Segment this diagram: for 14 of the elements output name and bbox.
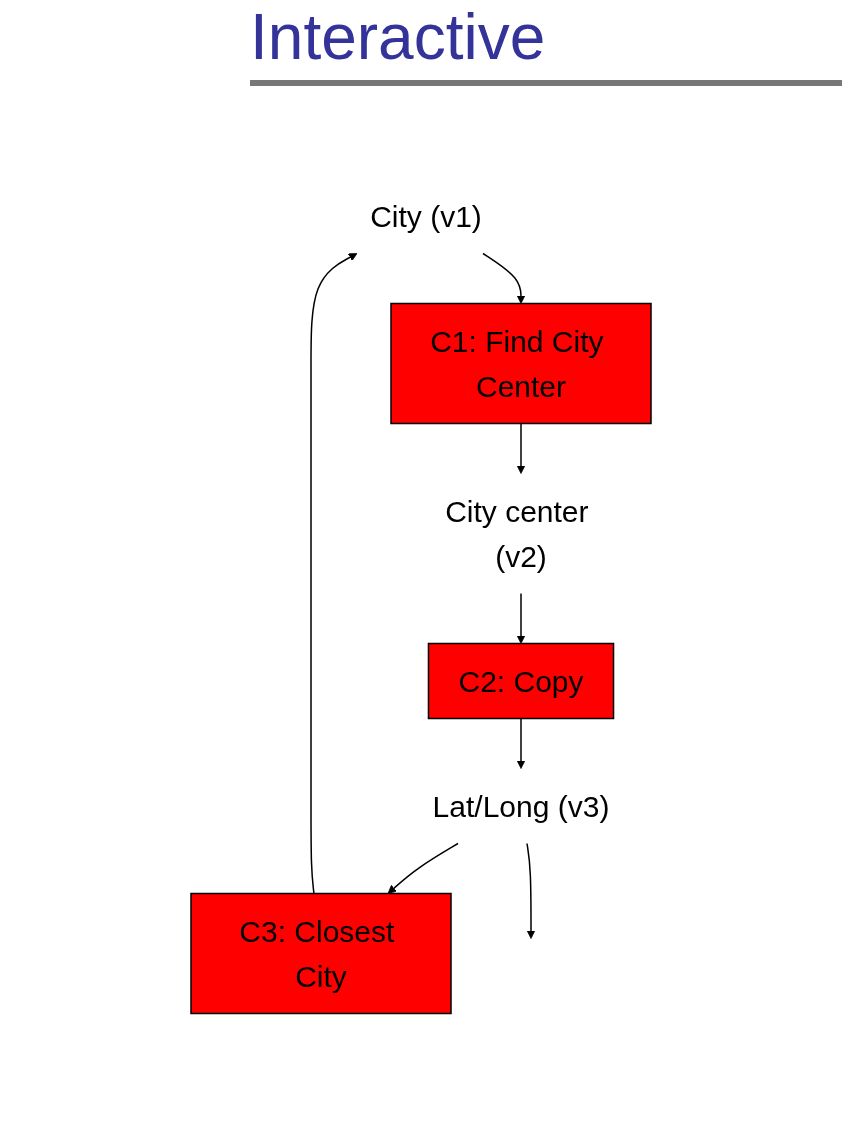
arrow (526, 842, 536, 939)
process-box: C1: Find City Center (390, 302, 652, 425)
process-box: C2: Copy (427, 642, 615, 720)
data-label: City center (v2) (445, 494, 589, 573)
data-label: Lat/Long (v3) (432, 789, 610, 823)
arrow (516, 592, 526, 644)
arrow (516, 422, 526, 474)
process-box: C3: Closest City (190, 892, 452, 1015)
arrow (516, 717, 526, 769)
arrow (387, 842, 459, 894)
arrow (310, 253, 358, 895)
data-label: City (v1) (370, 199, 482, 233)
arrow (482, 252, 526, 304)
slide-title: Interactive (250, 0, 842, 86)
